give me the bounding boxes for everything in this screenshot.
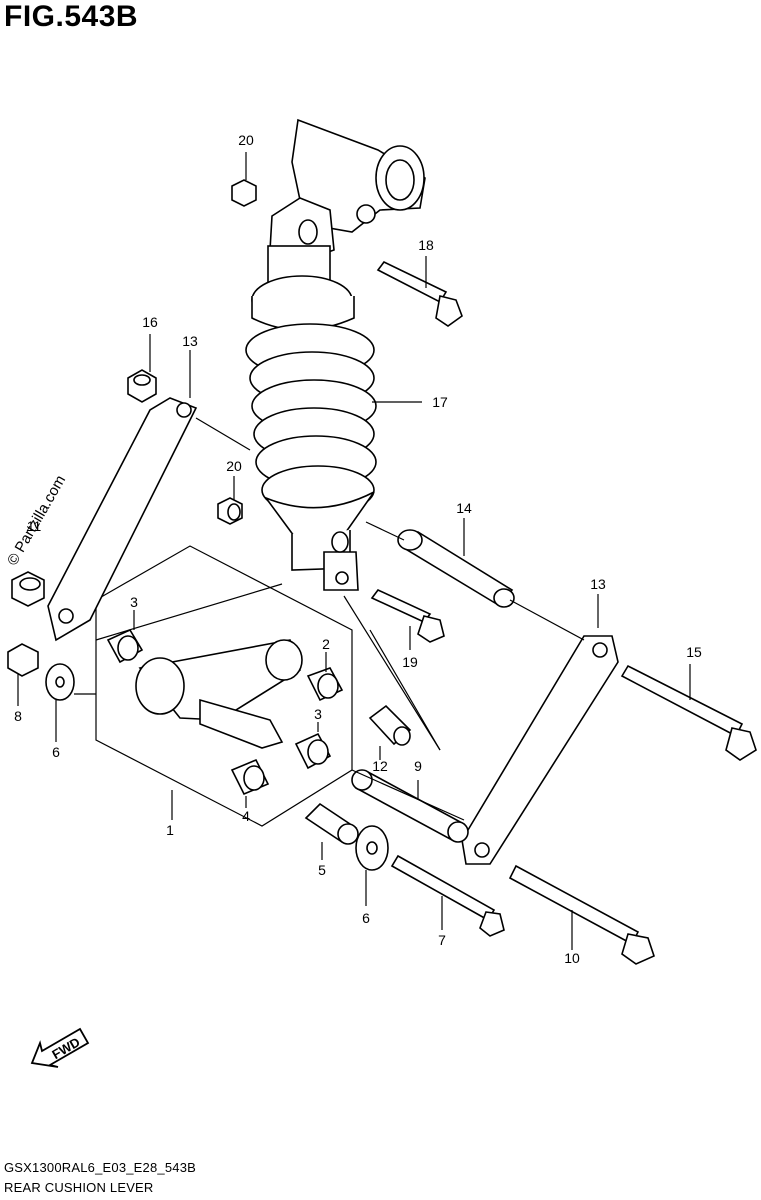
callout-5: 5	[318, 862, 326, 878]
callout-14: 14	[456, 500, 472, 516]
callout-20-middle: 20	[226, 458, 242, 474]
callout-8: 8	[14, 708, 22, 724]
callout-11: 11	[26, 518, 42, 534]
figure-title: FIG.543B	[4, 0, 139, 33]
callout-13-left: 13	[182, 333, 198, 349]
nut-11	[11, 571, 45, 607]
washer-6-right	[355, 825, 389, 871]
collar-9	[351, 769, 469, 843]
callout-4: 4	[242, 808, 250, 824]
callout-13-right: 13	[590, 576, 606, 592]
nut-8	[7, 643, 39, 677]
bearing-3-lower	[294, 732, 332, 770]
callout-6-right: 6	[362, 910, 370, 926]
callout-15: 15	[686, 644, 702, 660]
callout-3-upper: 3	[130, 594, 138, 610]
callout-3-lower: 3	[314, 706, 322, 722]
nut-16	[127, 369, 157, 403]
bolt-18	[376, 260, 463, 327]
bolt-19	[370, 589, 445, 643]
connecting-rod-13-right	[461, 635, 619, 865]
callout-20-top: 20	[238, 132, 254, 148]
collar-12	[368, 704, 412, 746]
collar-14	[397, 529, 515, 608]
callout-2: 2	[322, 636, 330, 652]
callout-17: 17	[432, 394, 448, 410]
cushion-lever-1	[135, 639, 303, 749]
nut-20-top	[231, 179, 257, 207]
collar-5	[304, 802, 359, 845]
callout-9: 9	[414, 758, 422, 774]
callout-1: 1	[166, 822, 174, 838]
connecting-rod-13-left	[47, 397, 198, 642]
callout-6-left: 6	[52, 744, 60, 760]
bolt-15	[620, 664, 757, 761]
bearing-4	[230, 758, 270, 796]
callout-12: 12	[372, 758, 388, 774]
bearing-3-upper	[106, 628, 144, 664]
model-code: GSX1300RAL6_E03_E28_543B	[4, 1160, 197, 1175]
washer-6-left	[45, 663, 75, 701]
spacer-2	[306, 667, 344, 702]
callout-16: 16	[142, 314, 158, 330]
leader-lines	[17, 152, 691, 950]
shock-top-mount	[269, 118, 426, 263]
nut-20-middle	[217, 497, 243, 525]
callout-10: 10	[564, 950, 580, 966]
fwd-arrow-icon: FWD	[30, 1027, 90, 1068]
bolt-10	[508, 864, 655, 965]
fwd-direction-badge: FWD	[22, 1015, 102, 1075]
shock-absorber-spring	[245, 245, 377, 591]
callout-19: 19	[402, 654, 418, 670]
callout-18: 18	[418, 237, 434, 253]
bolt-7	[390, 854, 505, 937]
callout-7: 7	[438, 932, 446, 948]
group-name: REAR CUSHION LEVER	[4, 1180, 154, 1195]
